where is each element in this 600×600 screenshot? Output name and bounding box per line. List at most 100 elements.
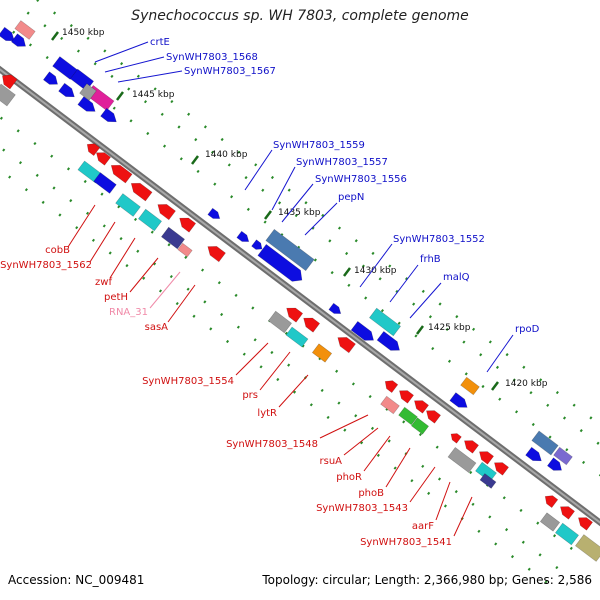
gene-feature xyxy=(460,376,480,396)
label-leader-line xyxy=(453,496,473,537)
gene-feature xyxy=(0,26,15,42)
forward-gene-label: SynWH7803_1557 xyxy=(296,157,388,168)
gene-feature xyxy=(337,337,356,354)
genome-backbone xyxy=(0,65,600,527)
gene-feature xyxy=(0,83,16,107)
reverse-gene-label: SynWH7803_1554 xyxy=(142,376,234,387)
gene-feature xyxy=(285,326,309,348)
gene-feature xyxy=(130,182,153,202)
label-leader-line xyxy=(94,41,149,63)
gene-feature xyxy=(137,208,163,232)
gene-feature xyxy=(554,522,580,546)
gene-feature xyxy=(10,33,26,47)
reverse-gene-label: petH xyxy=(104,292,128,303)
gene-feature xyxy=(100,107,117,123)
label-leader-line xyxy=(363,435,391,472)
gene-feature xyxy=(265,228,315,272)
label-leader-line xyxy=(271,166,296,211)
gene-feature xyxy=(311,343,333,363)
forward-gene-label: crtE xyxy=(150,37,170,48)
kbp-tick-mark xyxy=(416,325,424,335)
gene-feature xyxy=(578,517,594,531)
gene-feature xyxy=(267,310,293,334)
reverse-gene-label: sasA xyxy=(145,322,169,333)
kbp-tick-label: 1430 kbp xyxy=(354,266,397,276)
gene-features xyxy=(0,20,600,562)
gene-feature xyxy=(77,96,96,112)
reverse-gene-label: prs xyxy=(242,390,258,401)
label-leader-line xyxy=(259,351,291,391)
gene-feature xyxy=(398,406,418,426)
forward-gene-label: pepN xyxy=(338,192,364,203)
gene-feature xyxy=(286,307,304,323)
label-leaders xyxy=(67,41,514,537)
forward-gene-label: rpoD xyxy=(515,324,540,335)
gene-feature xyxy=(380,395,400,415)
label-leader-line xyxy=(67,204,96,248)
reverse-gene-label: phoR xyxy=(336,472,362,483)
gene-feature xyxy=(531,430,559,456)
kbp-ticks: 1450 kbp 1445 kbp 1440 kbp 1435 kbp 1430 kbp… xyxy=(51,28,548,391)
gene-feature xyxy=(368,307,402,337)
forward-gene-label: malQ xyxy=(443,272,470,283)
gene-feature xyxy=(449,392,468,408)
gene-feature xyxy=(257,243,303,282)
forward-gene-label: SynWH7803_1556 xyxy=(315,174,407,185)
kbp-tick-mark xyxy=(264,210,272,220)
reverse-gene-label: SynWH7803_1543 xyxy=(316,503,408,514)
kbp-tick-mark xyxy=(343,267,351,277)
reverse-gene-label: SynWH7803_1562 xyxy=(0,260,92,271)
forward-gene-label: SynWH7803_1567 xyxy=(184,66,276,77)
label-leader-line xyxy=(409,282,442,319)
reverse-gene-label: zwf xyxy=(95,277,112,288)
reverse-gene-label: cobB xyxy=(45,245,70,256)
gene-feature xyxy=(58,82,75,98)
label-leader-line xyxy=(385,447,411,488)
label-leader-line xyxy=(104,56,165,73)
kbp-tick-label: 1450 kbp xyxy=(62,28,105,38)
reverse-gene-label: RNA_31 xyxy=(109,307,148,318)
gene-feature xyxy=(115,193,141,217)
gene-feature xyxy=(525,446,542,462)
kbp-tick-label: 1445 kbp xyxy=(132,90,175,100)
gene-feature xyxy=(2,74,18,90)
gene-feature xyxy=(110,164,133,184)
accession-text: Accession: NC_009481 xyxy=(8,573,145,587)
forward-gene-label: SynWH7803_1559 xyxy=(273,140,365,151)
kbp-tick-mark xyxy=(191,155,199,165)
genome-stats-text: Topology: circular; Length: 2,366,980 bp… xyxy=(262,573,592,587)
gene-feature xyxy=(350,320,374,341)
gene-feature xyxy=(384,380,399,394)
gene-feature xyxy=(447,446,477,474)
reverse-gene-label: phoB xyxy=(358,488,384,499)
kbp-tick-label: 1435 kbp xyxy=(278,208,321,218)
kbp-tick-mark xyxy=(116,91,124,101)
gene-feature xyxy=(479,473,497,489)
kbp-tick-mark xyxy=(491,381,499,391)
gene-feature xyxy=(410,417,430,435)
gene-feature xyxy=(450,433,462,444)
gene-feature xyxy=(93,172,117,194)
gene-feature xyxy=(96,152,112,166)
label-leader-line xyxy=(129,257,159,293)
forward-gene-label: SynWH7803_1552 xyxy=(393,234,485,245)
reverse-gene-label: rsuA xyxy=(320,456,343,467)
gene-feature xyxy=(574,534,600,562)
label-leader-line xyxy=(167,284,196,323)
gene-feature xyxy=(426,410,442,424)
label-leader-line xyxy=(435,481,451,521)
gene-feature xyxy=(539,512,561,532)
label-leader-line xyxy=(278,374,309,408)
label-leader-line xyxy=(89,221,116,263)
label-leader-line xyxy=(343,427,379,456)
reverse-gene-label: SynWH7803_1548 xyxy=(226,439,318,450)
gene-feature xyxy=(376,330,400,351)
kbp-tick-label: 1440 kbp xyxy=(205,150,248,160)
gene-feature xyxy=(177,242,193,258)
label-leader-line xyxy=(117,70,183,83)
gene-feature xyxy=(251,239,263,250)
label-leader-line xyxy=(304,202,338,236)
label-leader-line xyxy=(109,237,136,279)
gene-feature xyxy=(236,230,250,242)
